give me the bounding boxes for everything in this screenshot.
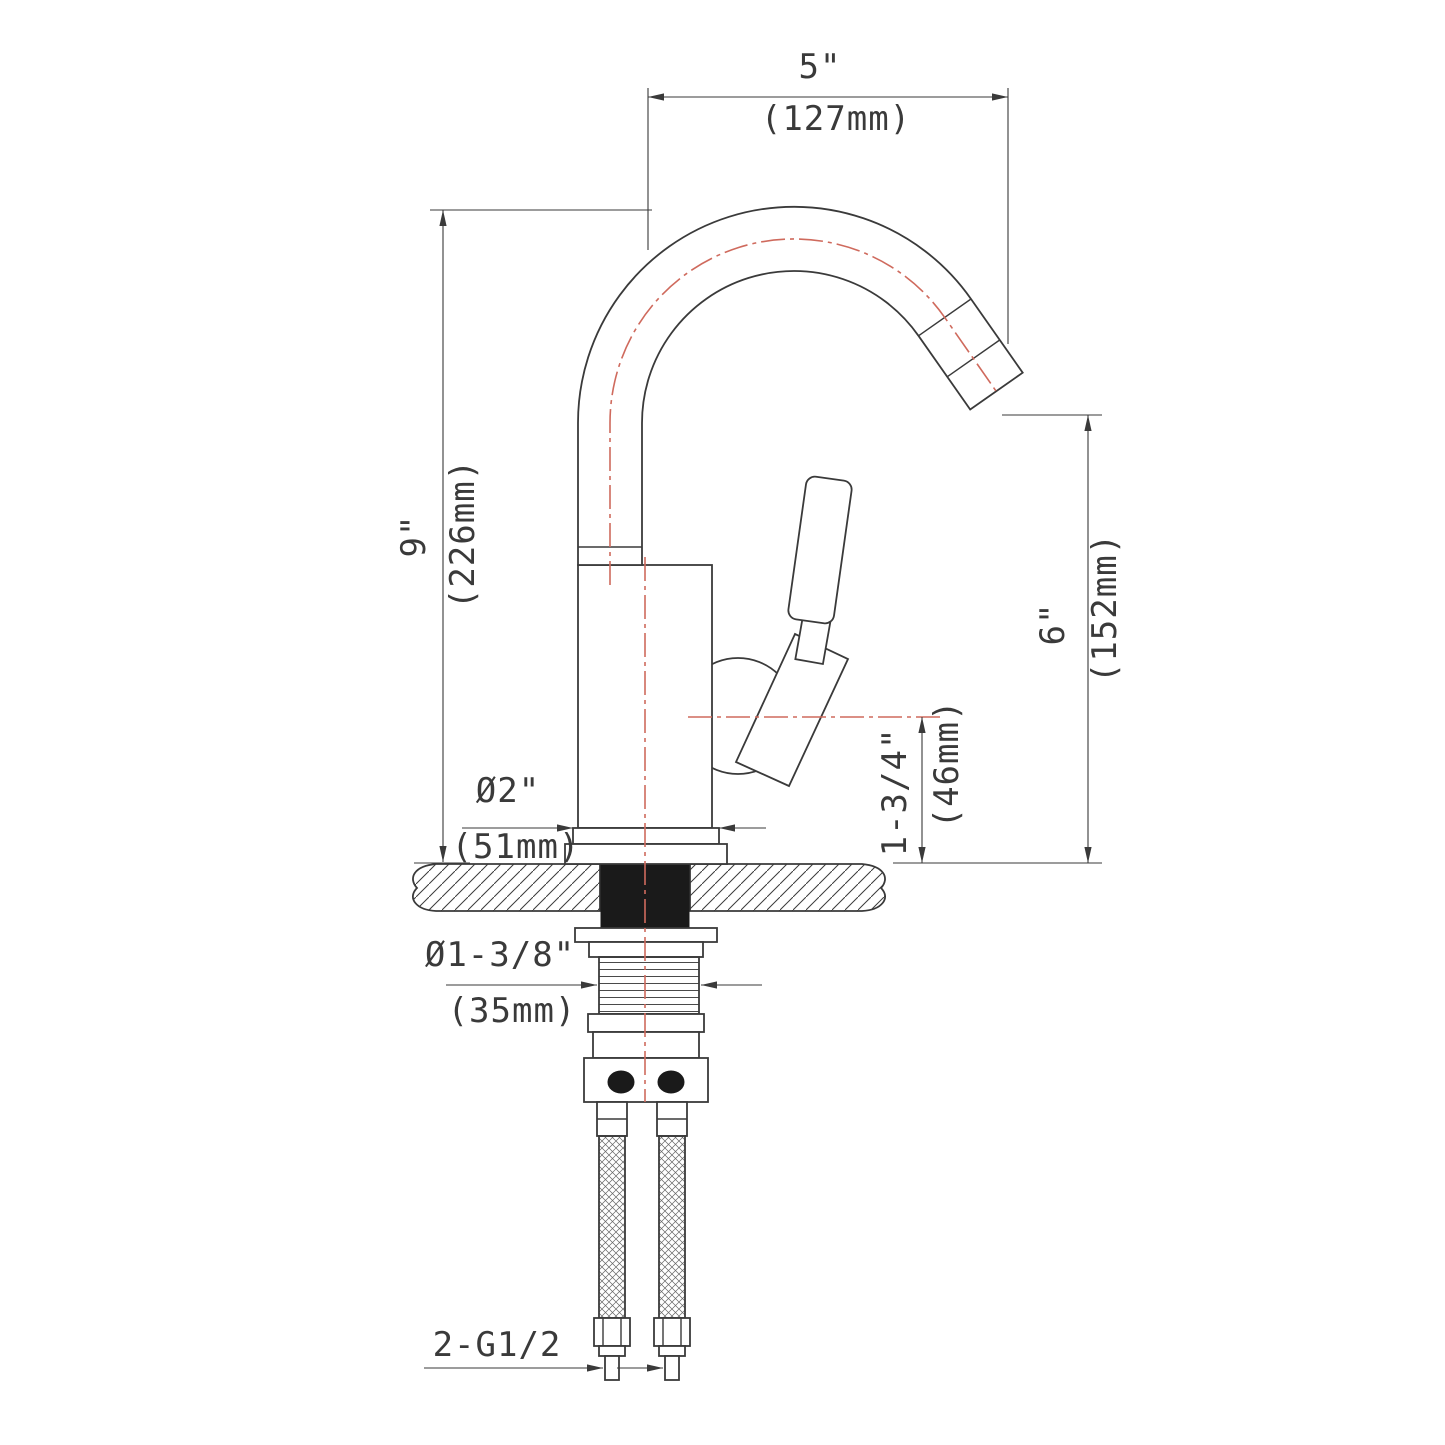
base-flange <box>572 827 720 845</box>
under-mount-assembly <box>574 863 718 1103</box>
supply-hoses <box>593 1101 691 1381</box>
gooseneck-spout <box>577 205 1024 566</box>
dim-overall-height-inches: 9" <box>394 515 434 558</box>
valve-body-lower <box>583 1057 709 1103</box>
counter-deck <box>412 863 886 912</box>
dim-spout-height: 6" (152mm) <box>893 414 1125 864</box>
dim-base-diameter-inches: Ø2" <box>476 771 540 811</box>
hose-end-nut <box>653 1317 691 1347</box>
dim-handle-center-inches: 1-3/4" <box>875 728 915 857</box>
dim-spout-height-mm: (152mm) <box>1085 533 1125 683</box>
counter-slab-right <box>689 863 886 912</box>
dim-handle-center-mm: (46mm) <box>927 700 967 829</box>
dim-handle-center: 1-3/4" (46mm) <box>875 700 967 863</box>
hose-end-tube <box>664 1355 680 1381</box>
dim-spout-reach-inches: 5" <box>799 47 842 87</box>
hose-end-collar <box>658 1345 686 1357</box>
dim-hole-diameter: Ø1-3/8" (35mm) <box>425 935 762 1031</box>
hose-end-nut <box>593 1317 631 1347</box>
counter-slab-left <box>412 863 601 912</box>
valve-port-left <box>607 1070 635 1094</box>
hose-end-tube <box>604 1355 620 1381</box>
supply-hose-right <box>653 1101 691 1381</box>
dim-spout-reach-mm: (127mm) <box>761 99 911 139</box>
dim-overall-height: 9" (226mm) <box>394 209 652 864</box>
valve-port-right <box>657 1070 685 1094</box>
threaded-shank <box>598 956 700 1015</box>
lock-nut-plate <box>588 941 704 958</box>
centerlines <box>609 238 997 1102</box>
handle-grip <box>787 475 853 625</box>
connection-label: 2-G1/2 <box>433 1325 562 1365</box>
dim-overall-height-mm: (226mm) <box>443 459 483 609</box>
dim-base-diameter-mm: (51mm) <box>452 827 581 867</box>
washer-plate <box>574 927 718 943</box>
base-gasket <box>564 843 728 865</box>
note-connection: 2-G1/2 <box>424 1325 663 1372</box>
valve-body-collar <box>587 1013 705 1033</box>
hose-end-collar <box>598 1345 626 1357</box>
supply-hose-left <box>593 1101 631 1381</box>
dimension-annotations: 5" (127mm) 9" (226mm) 6" (152mm) 1-3/4" … <box>394 47 1125 1372</box>
dim-hole-diameter-inches: Ø1-3/8" <box>425 935 575 975</box>
braided-hose <box>598 1135 626 1319</box>
handle-cartridge-block <box>734 632 850 788</box>
braided-hose <box>658 1135 686 1319</box>
faucet-outline <box>564 205 1024 865</box>
dim-spout-height-inches: 6" <box>1033 603 1073 646</box>
dim-base-diameter: Ø2" (51mm) <box>452 771 766 867</box>
valve-body-mid <box>592 1031 700 1059</box>
dim-hole-diameter-mm: (35mm) <box>448 991 577 1031</box>
spout-centerline <box>609 238 997 585</box>
dim-spout-reach: 5" (127mm) <box>647 47 1009 344</box>
